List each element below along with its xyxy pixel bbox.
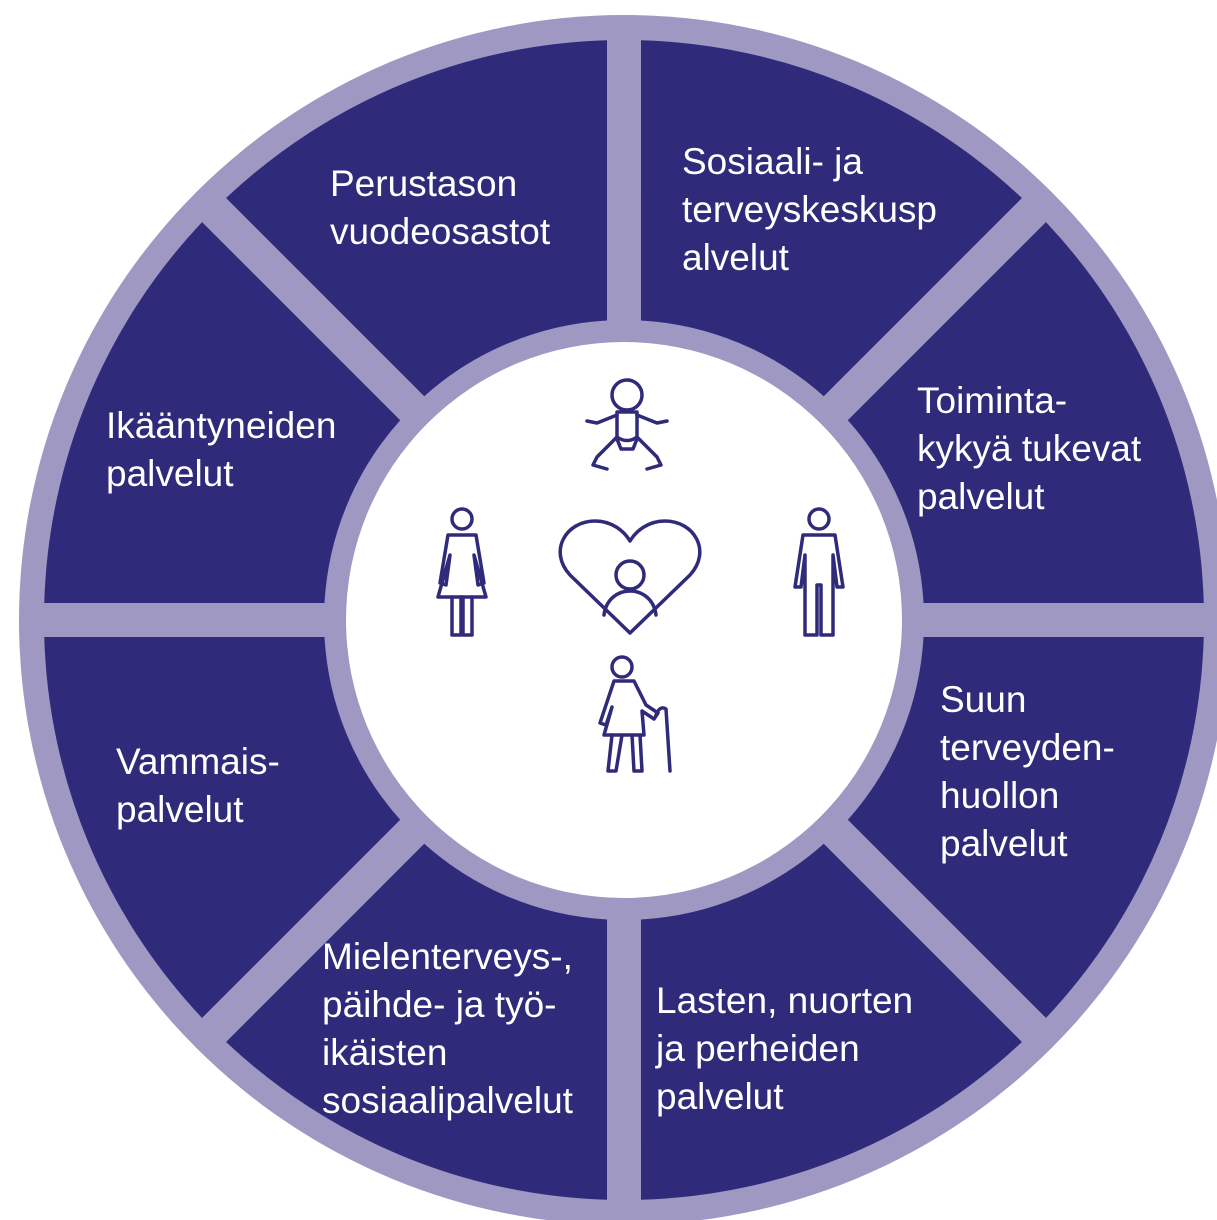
segment-label-perustason-vuodeosastot: Perustason vuodeosastot [330, 163, 551, 252]
wheel-segment-7 [44, 222, 401, 604]
segment-label-suun-terveydenhuollon-palvelut: Suun terveyden- huollon palvelut [940, 679, 1115, 864]
segment-label-mielenterveys-paihde-tyoikaisten-sosiaalipalvelut: Mielenterveys-, päihde- ja työ- ikäisten… [322, 936, 573, 1121]
wheel-segment-1 [640, 40, 1022, 397]
wheel-segment-2 [847, 222, 1204, 604]
wheel-segment-8 [226, 40, 608, 397]
wheel-segment-3 [847, 636, 1204, 1018]
segments-layer [44, 40, 1204, 1200]
segment-label-sosiaali-terveyskeskuspalvelut: Sosiaali- ja terveyskeskusp alvelut [682, 141, 937, 278]
wheel-segment-5 [226, 843, 608, 1200]
man-icon [793, 507, 845, 637]
center-disc [346, 342, 902, 898]
segment-label-ikaantyneiden-palvelut: Ikääntyneiden palvelut [106, 405, 337, 494]
wheel-segment-4 [640, 843, 1022, 1200]
heart-person-icon [558, 519, 702, 635]
baby-icon [585, 378, 669, 471]
woman-icon [436, 507, 488, 637]
segment-label-lasten-nuorten-perheiden-palvelut: Lasten, nuorten ja perheiden palvelut [656, 980, 914, 1117]
elderly-person-icon [598, 655, 672, 773]
wheel-segment-6 [44, 636, 401, 1018]
segment-label-toimintakykya-tukevat-palvelut: Toiminta- kykyä tukevat palvelut [917, 380, 1142, 517]
segment-label-vammaispalvelut: Vammais- palvelut [116, 741, 280, 830]
